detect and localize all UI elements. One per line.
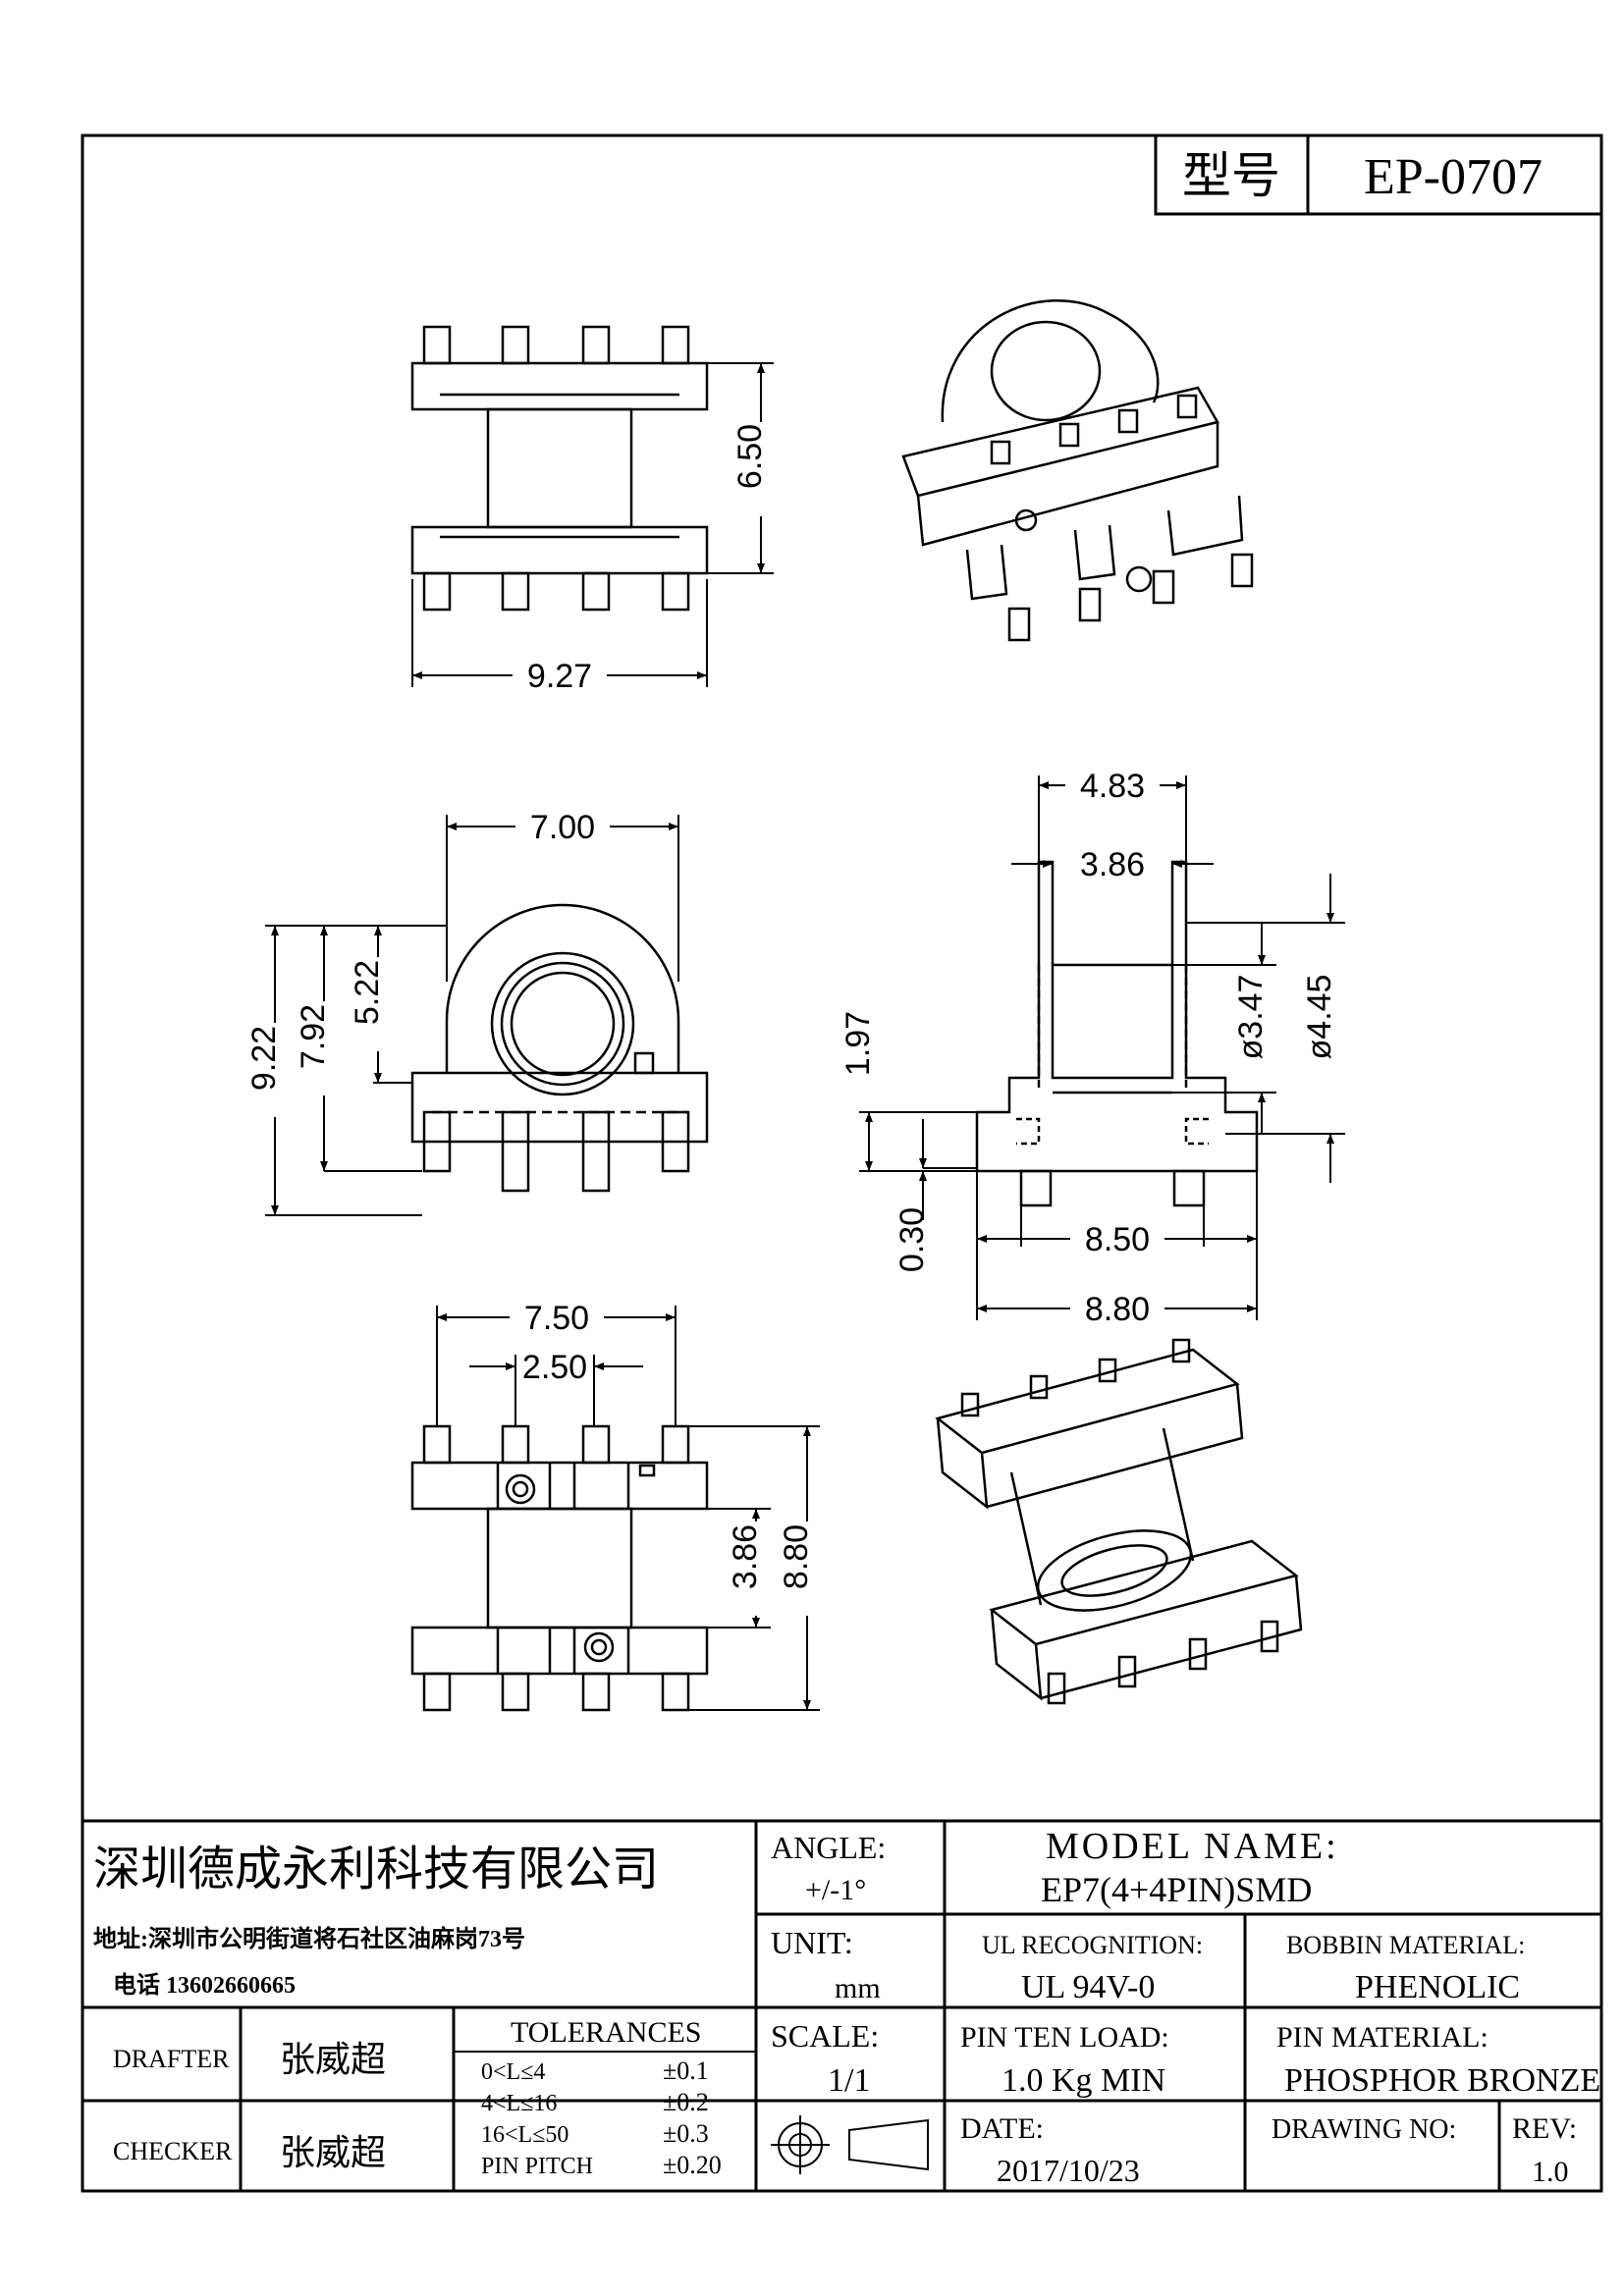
pin-material-value: PHOSPHOR BRONZE (1284, 2062, 1600, 2099)
tol-value-3: ±0.20 (663, 2151, 722, 2179)
dim-side-bottom-outer: 8.80 (1085, 1291, 1150, 1328)
company-name: 深圳德成永利科技有限公司 (93, 1843, 659, 1896)
drafter-label: DRAFTER (113, 2045, 230, 2073)
tol-range-1: 4<L≤16 (481, 2091, 557, 2116)
sheet-border (81, 133, 1603, 2193)
drawing-no-label: DRAWING NO: (1272, 2114, 1456, 2145)
dim-side-outer-top: 4.83 (1080, 768, 1145, 805)
dim-bottom-h1: 3.86 (727, 1524, 764, 1589)
tol-value-1: ±0.2 (663, 2088, 709, 2116)
title-block: 深圳德成永利科技有限公司 地址:深圳市公明街道将石社区油麻岗73号 电话 136… (82, 1819, 1601, 2191)
rev-value: 1.0 (1532, 2156, 1569, 2188)
pin-load-value: 1.0 Kg MIN (1001, 2062, 1165, 2099)
projection-symbol (771, 2115, 929, 2174)
tol-range-0: 0<L≤4 (481, 2059, 545, 2085)
dim-side-inner-top: 3.86 (1080, 846, 1145, 883)
pin-material-label: PIN MATERIAL: (1276, 2021, 1489, 2054)
dim-top-height: 6.50 (731, 424, 769, 489)
unit-label: UNIT: (771, 1925, 853, 1960)
company-address: 地址:深圳市公明街道将石社区油麻岗73号 (93, 1925, 525, 1952)
tol-value-0: ±0.1 (663, 2056, 709, 2085)
bottom-view (410, 1424, 709, 1712)
bottom-view-dims: 7.50 2.50 3.86 8.80 (436, 1300, 825, 1711)
dim-side-d1: ø3.47 (1232, 975, 1270, 1060)
top-pins-upper (422, 325, 690, 365)
bobbin-value: PHENOLIC (1355, 1969, 1520, 2005)
date-value: 2017/10/23 (997, 2153, 1140, 2188)
dim-top-width: 9.27 (527, 658, 592, 695)
bottom-pins-lower (422, 1672, 690, 1712)
front-view (410, 903, 709, 1193)
iso-view-upper (901, 298, 1254, 642)
model-header-value: EP-0707 (1364, 149, 1543, 205)
ul-value: UL 94V-0 (1021, 1969, 1155, 2005)
scale-label: SCALE: (771, 2018, 879, 2054)
dim-front-h1: 9.22 (245, 1026, 283, 1091)
side-view (975, 860, 1259, 1207)
pin-load-label: PIN TEN LOAD: (960, 2021, 1169, 2054)
tol-range-3: PIN PITCH (481, 2154, 593, 2179)
top-pins-lower (422, 571, 690, 612)
unit-value: mm (835, 1972, 881, 2004)
angle-label: ANGLE: (771, 1830, 886, 1865)
front-view-dims: 7.00 9.22 7.92 5.22 (245, 809, 679, 1216)
dim-front-h2: 7.92 (295, 1004, 332, 1069)
company-phone: 电话 13602660665 (113, 1972, 296, 1999)
tol-range-2: 16<L≤50 (481, 2122, 568, 2148)
dim-side-foot: 0.30 (893, 1207, 931, 1272)
dim-front-h3: 5.22 (349, 960, 386, 1025)
angle-value: +/-1° (805, 1874, 866, 1906)
model-name-value: EP7(4+4PIN)SMD (1041, 1870, 1312, 1909)
dim-side-h: 1.97 (839, 1011, 877, 1076)
dim-front-top-width: 7.00 (530, 809, 595, 846)
front-pins (422, 1110, 690, 1193)
checker-label: CHECKER (113, 2137, 233, 2165)
iso-view-lower (935, 1338, 1303, 1705)
model-header-label: 型号 (1182, 147, 1280, 204)
bobbin-label: BOBBIN MATERIAL: (1286, 1931, 1525, 1959)
bottom-pins-upper (422, 1424, 690, 1465)
dim-side-d2: ø4.45 (1301, 975, 1338, 1060)
date-label: DATE: (960, 2112, 1044, 2145)
top-view (410, 325, 709, 612)
dim-bottom-width: 7.50 (524, 1300, 589, 1337)
model-header: 型号 EP-0707 (1154, 133, 1603, 216)
tolerances-label: TOLERANCES (511, 2016, 701, 2049)
drafter-value: 张威超 (280, 2040, 386, 2079)
top-view-dims: 9.27 6.50 (411, 362, 779, 695)
model-name-label: MODEL NAME: (1046, 1826, 1339, 1867)
rev-label: REV: (1512, 2112, 1577, 2145)
ul-label: UL RECOGNITION: (982, 1931, 1203, 1959)
checker-value: 张威超 (280, 2133, 386, 2172)
tol-value-2: ±0.3 (663, 2119, 709, 2148)
dim-bottom-h2: 8.80 (778, 1524, 815, 1589)
side-view-dims: 4.83 3.86 ø3.47 ø4.45 1.97 0.30 8.50 8.8… (839, 768, 1345, 1328)
scale-value: 1/1 (828, 2062, 870, 2099)
dim-bottom-pitch: 2.50 (522, 1349, 587, 1386)
dim-side-bottom-inner: 8.50 (1085, 1221, 1150, 1258)
